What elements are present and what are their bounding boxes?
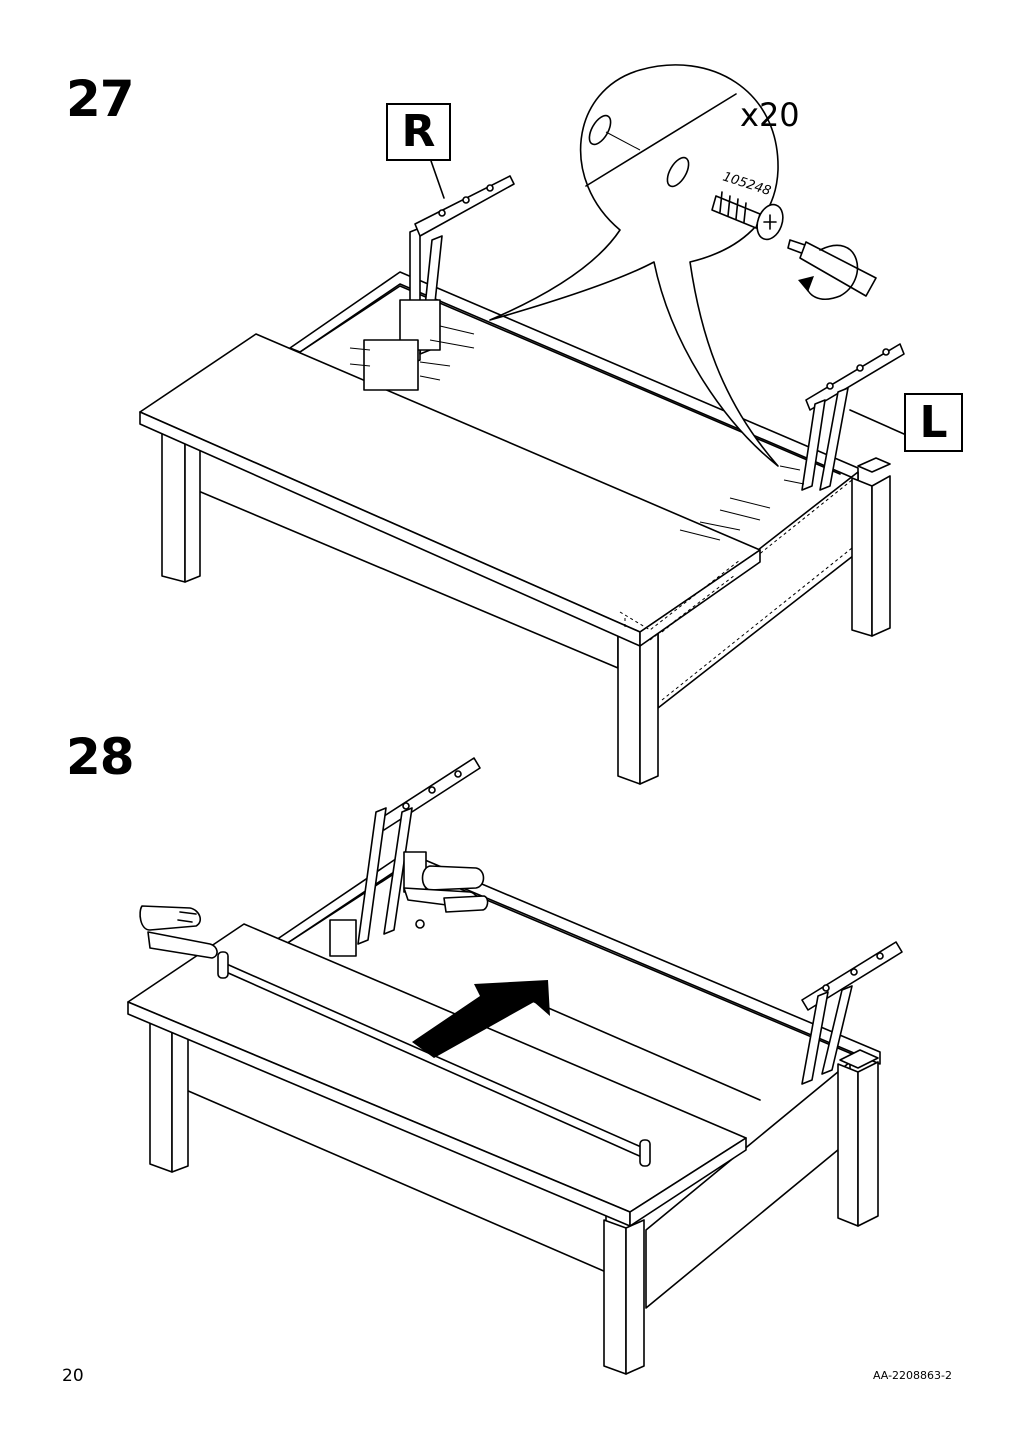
step-number-28: 28 (66, 728, 135, 786)
screw-detail-callout (489, 64, 779, 467)
screw-icon (711, 191, 784, 241)
document-code: AA-2208863-2 (872, 1369, 952, 1382)
left-side-label: L (904, 393, 963, 452)
step-28-table-drawing (127, 757, 903, 1375)
push-arrow-icon (412, 980, 550, 1058)
step-27-table-drawing (139, 157, 905, 785)
hand-icon (139, 905, 218, 959)
page-number: 20 (62, 1366, 84, 1386)
rotate-arrow-icon (798, 244, 859, 300)
screw-quantity: x20 (740, 96, 800, 134)
step-number-27: 27 (66, 70, 135, 128)
hand-icon (403, 865, 489, 913)
screwdriver-icon (787, 239, 877, 297)
right-side-label: R (386, 103, 451, 161)
